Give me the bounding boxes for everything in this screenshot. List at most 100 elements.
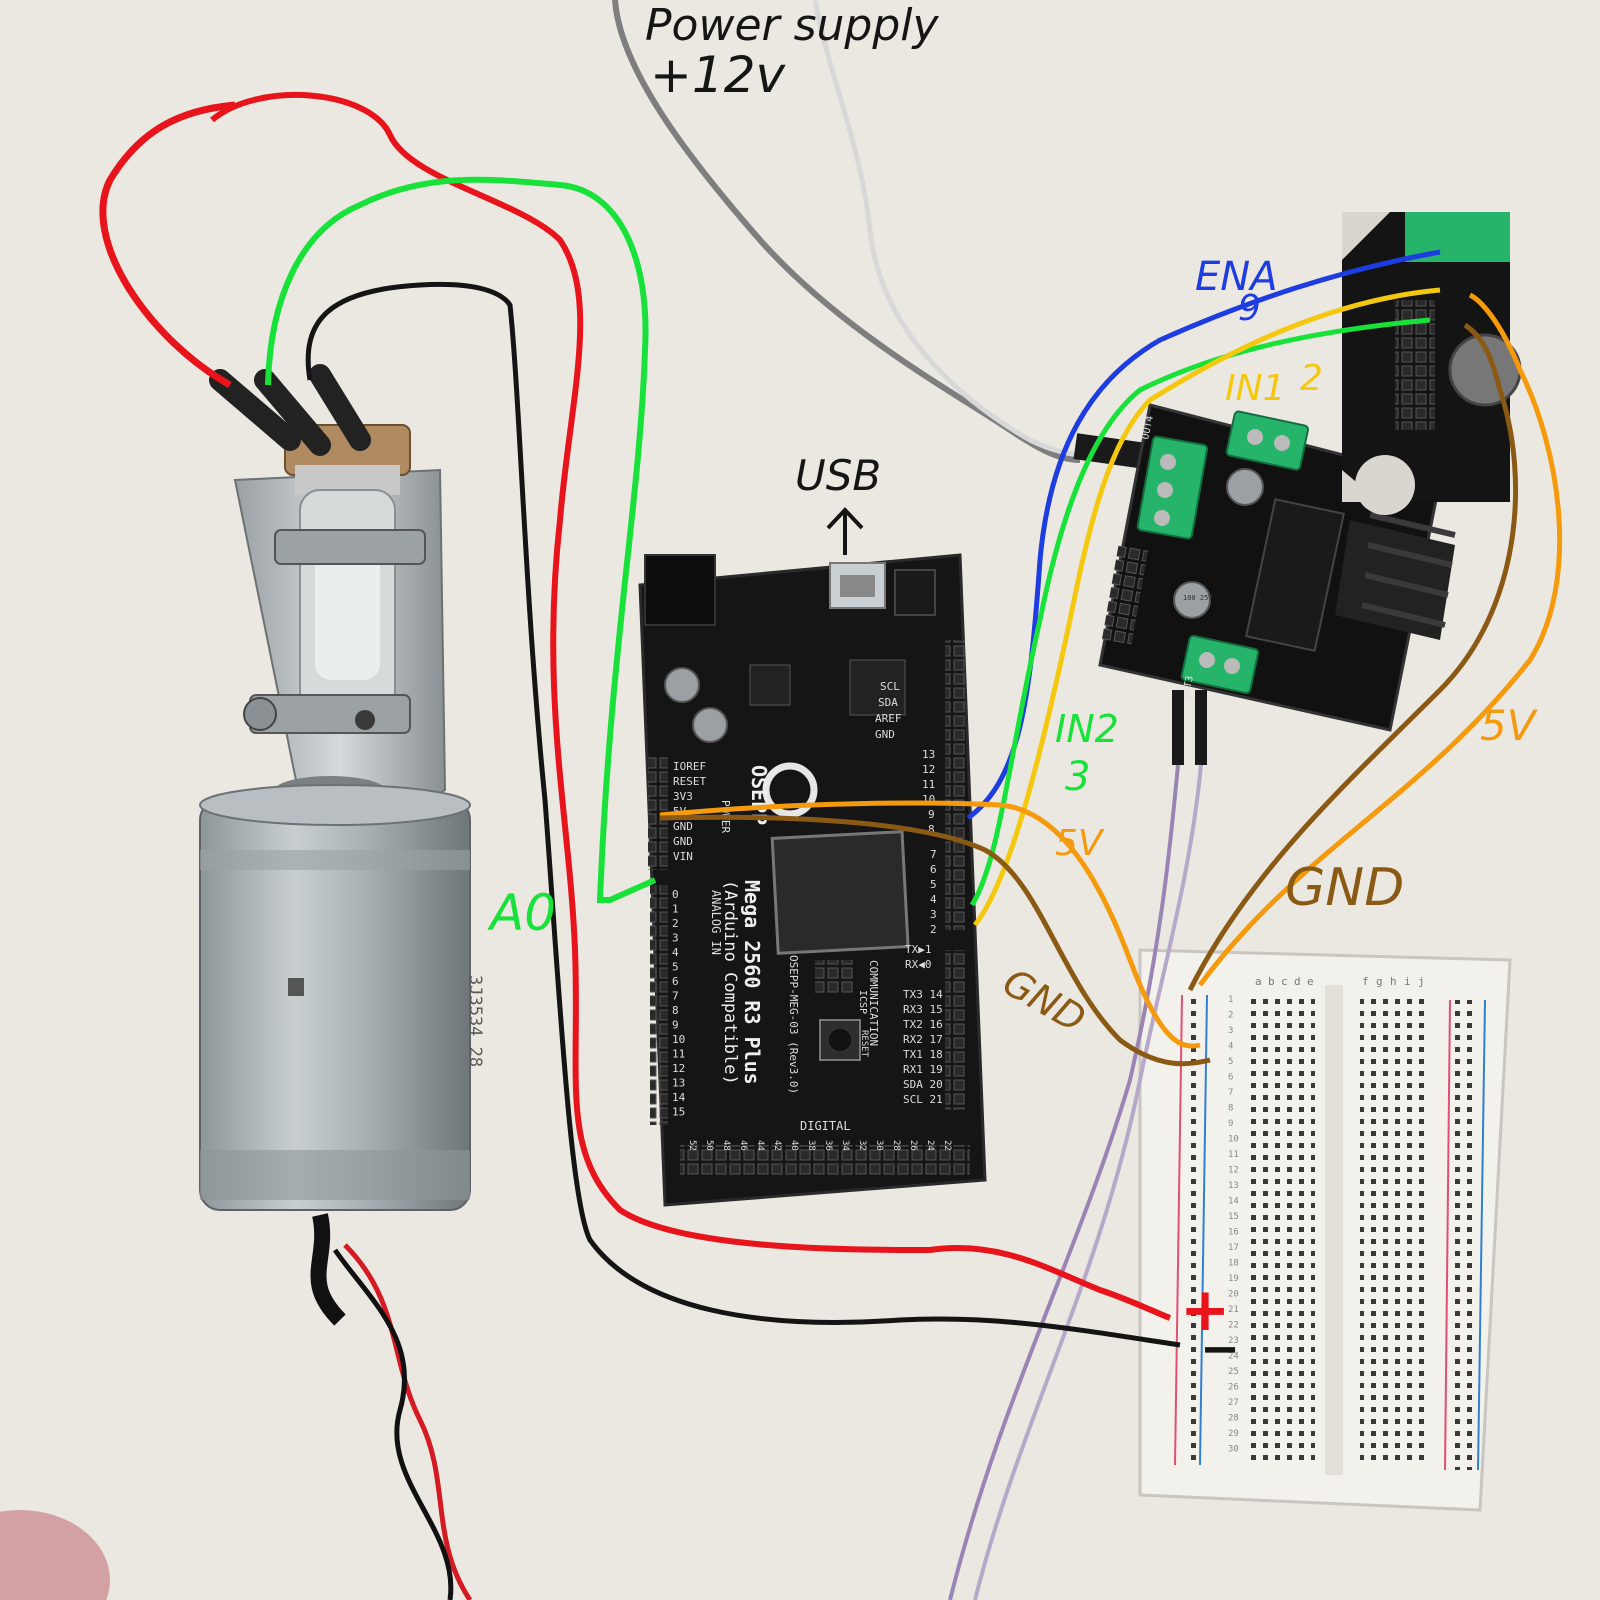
pin-tx1: TX▶1 [905,943,932,956]
usb-label: USB [795,451,881,500]
pin-scl21: SCL 21 [903,1093,943,1106]
pin-gnd-1: GND [673,820,693,833]
bb-row-28: 28 [1228,1414,1239,1424]
bb-row-3: 3 [1228,1026,1233,1036]
arduino-mega-board: SCL SDA AREF GND 13 12 11 10 9 8 7 6 5 4… [638,553,987,1207]
out3-label: OUT3 [1180,675,1196,701]
digital-pin-52: 52 [687,1140,697,1151]
out4-label: OUT4 [1140,415,1156,441]
ena-pin-label: 9 [1238,288,1261,329]
pin-reset: RESET [673,775,706,788]
bb-row-7: 7 [1228,1088,1233,1098]
bb-row-19: 19 [1228,1274,1239,1284]
bb-row-9: 9 [1228,1119,1233,1129]
digital-pin-38: 38 [806,1140,816,1151]
minus-label: − [1200,1321,1240,1377]
pin-3: 3 [930,908,937,921]
digital-pin-44: 44 [755,1140,765,1151]
digital-pin-28: 28 [891,1140,901,1151]
communication-label: COMMUNICATION [867,960,880,1046]
pin-11: 11 [922,778,935,791]
bb-col-g: g [1376,975,1383,988]
bb-row-29: 29 [1228,1429,1239,1439]
model-line1: Mega 2560 R3 Plus [740,880,764,1085]
analog-pin-4: 4 [672,946,679,959]
breadboard-row-numbers: 1234567891011121314151617181920212223242… [1228,995,1239,1455]
bb-row-18: 18 [1228,1259,1239,1269]
pin-tx2: TX2 16 [903,1018,943,1031]
analog-pin-12: 12 [672,1062,685,1075]
bb-row-1: 1 [1228,995,1233,1005]
digital-pin-36: 36 [823,1140,833,1151]
pin-sda: SDA [878,696,898,709]
digital-pin-30: 30 [874,1140,884,1151]
bb-col-a: a [1255,975,1262,988]
a0-label: A0 [487,884,556,942]
plus-label: + [1180,1275,1230,1345]
bb-col-j: j [1418,975,1425,988]
bb-row-14: 14 [1228,1197,1239,1207]
analog-pin-7: 7 [672,990,679,1003]
digital-pin-42: 42 [772,1140,782,1151]
bb-row-25: 25 [1228,1367,1239,1377]
bb-row-13: 13 [1228,1181,1239,1191]
analog-pin-5: 5 [672,961,679,974]
bb-row-16: 16 [1228,1228,1239,1238]
pin-13: 13 [922,748,935,761]
analog-pin-9: 9 [672,1019,679,1032]
bb-row-30: 30 [1228,1445,1239,1455]
bb-row-5: 5 [1228,1057,1233,1067]
pin-12: 12 [922,763,935,776]
digital-pin-26: 26 [908,1140,918,1151]
icsp-label: ICSP [857,990,868,1014]
five-v-label-right: 5V [1480,701,1539,750]
pin-gnd-top: GND [875,728,895,741]
digital-pin-22: 22 [942,1140,952,1151]
bb-row-15: 15 [1228,1212,1239,1222]
bb-row-10: 10 [1228,1135,1239,1145]
pin-vin: VIN [673,850,693,863]
usb-arrow-icon [826,507,864,555]
in2-pin-label: 3 [1065,754,1090,800]
pin-tx1-18: TX1 18 [903,1048,943,1061]
bb-row-6: 6 [1228,1073,1233,1083]
pin-7: 7 [930,848,937,861]
digital-pin-34: 34 [840,1140,850,1151]
ena-label: ENA [1195,254,1278,300]
pin-ioref: IOREF [673,760,706,773]
five-v-label-left: 5V [1055,823,1105,864]
bb-row-23: 23 [1228,1336,1239,1346]
gnd-label-right: GND [1285,858,1404,918]
analog-pin-1: 1 [672,903,679,916]
dc-motor: 3J3534 28 [199,424,485,1600]
analog-pin-6: 6 [672,975,679,988]
bb-row-21: 21 [1228,1305,1239,1315]
bb-col-d: d [1294,975,1301,988]
pin-gnd-2: GND [673,835,693,848]
digital-pin-24: 24 [925,1140,935,1151]
reset-label: RESET [859,1030,869,1058]
bb-row-2: 2 [1228,1011,1233,1021]
driver-cap-label: 100 25V [1183,594,1213,602]
bb-row-8: 8 [1228,1104,1233,1114]
pin-scl: SCL [880,680,900,693]
bb-row-27: 27 [1228,1398,1239,1408]
digital-pin-46: 46 [738,1140,748,1151]
pin-sda20: SDA 20 [903,1078,943,1091]
bb-col-h: h [1390,975,1397,988]
bb-col-c: c [1281,975,1288,988]
pin-9: 9 [928,808,935,821]
pin-rx1-19: RX1 19 [903,1063,943,1076]
in1-label: IN1 [1225,368,1285,409]
driver-zoom-inset [1342,212,1522,515]
in2-label: IN2 [1055,707,1119,751]
pin-6: 6 [930,863,937,876]
bb-row-26: 26 [1228,1383,1239,1393]
bb-col-f: f [1362,975,1369,988]
digital-pin-48: 48 [721,1140,731,1151]
analog-pin-2: 2 [672,917,679,930]
bb-row-12: 12 [1228,1166,1239,1176]
bb-row-24: 24 [1228,1352,1239,1362]
